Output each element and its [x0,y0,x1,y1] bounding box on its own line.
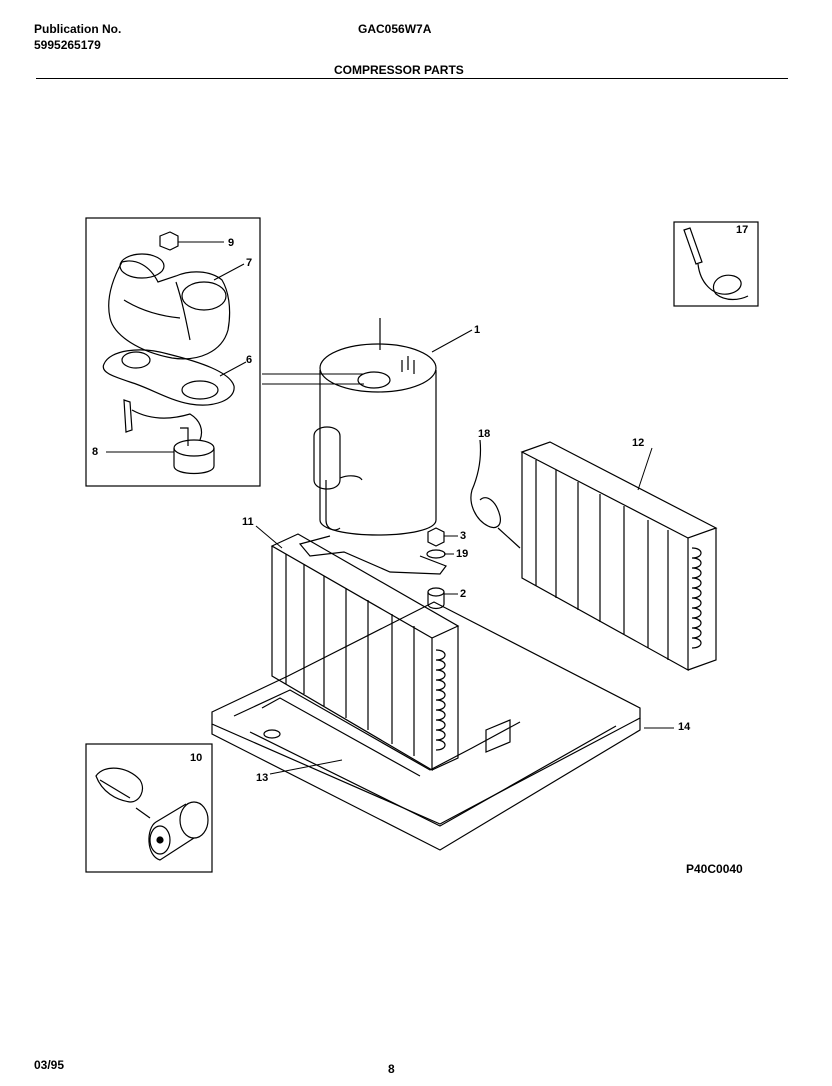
nut [159,231,179,251]
capacitor-clamp [95,767,151,819]
callout-18: 18 [478,428,491,440]
callout-10: 10 [190,752,203,764]
callout-3: 3 [460,530,467,542]
leader-lines [106,241,674,775]
capacitor [148,801,209,861]
capillary-fitting [683,227,703,265]
terminal-cover [108,253,231,360]
callout-8: 8 [92,446,99,458]
condenser-coil [520,441,718,672]
gasket-hole-2 [181,380,219,400]
mount-nut [427,527,445,547]
callout-13: 13 [256,772,269,784]
callout-17: 17 [736,224,749,236]
mount-grommet-top [427,587,445,597]
page-number: 8 [388,1062,395,1076]
publication-number: 5995265179 [34,38,101,52]
terminal-cover-inset-box [85,217,261,487]
wire [131,409,203,441]
mount-washer [426,549,446,559]
capillary-tube [697,263,749,301]
gasket-hole-1 [121,351,151,369]
callout-7: 7 [246,257,253,269]
callout-6: 6 [246,354,253,366]
footer-date: 03/95 [34,1058,65,1072]
header-rule [36,78,788,79]
evaporator-coil [270,533,460,772]
mount-grommet [427,592,445,610]
callout-19: 19 [456,548,469,560]
figure-code: P40C0040 [686,862,743,876]
callout-1: 1 [474,324,481,336]
callout-11: 11 [242,516,254,528]
gasket [102,349,235,406]
callout-14: 14 [678,721,691,733]
section-title: COMPRESSOR PARTS [334,63,464,77]
publication-label: Publication No. [34,22,122,36]
thermistor-wire [470,439,521,549]
base-pan [211,601,641,851]
callout-9: 9 [228,237,235,249]
callout-12: 12 [632,437,645,449]
overload-protector [173,427,215,475]
capacitor-inset-box [85,743,213,873]
model-number: GAC056W7A [358,22,432,36]
compressor [298,318,447,575]
clip [123,399,133,433]
tube-inset-box [673,221,759,307]
callout-2: 2 [460,588,467,600]
